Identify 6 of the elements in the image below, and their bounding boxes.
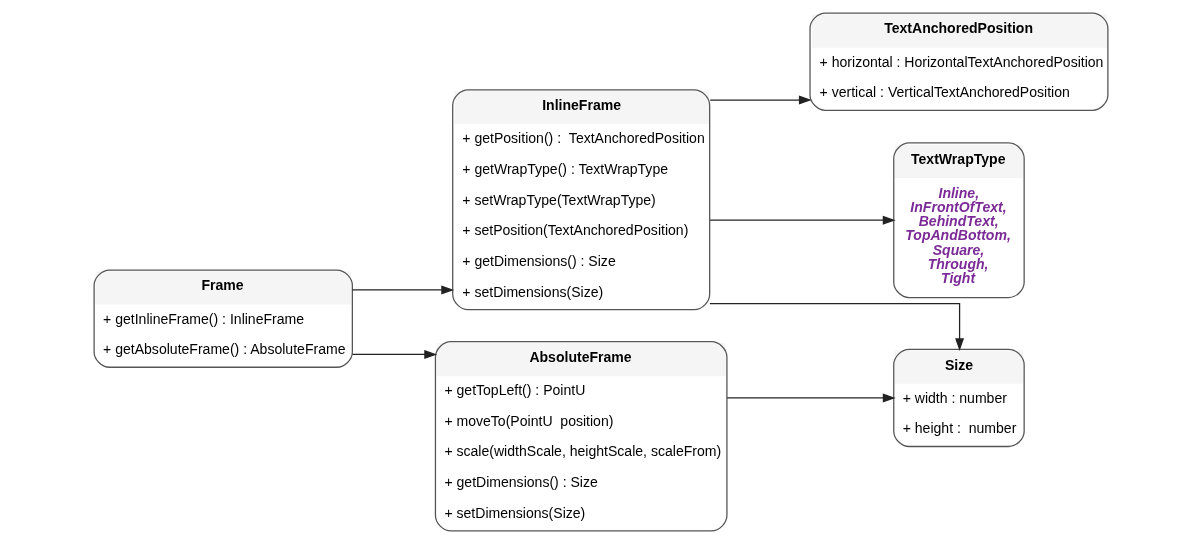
- arrow: [709, 303, 965, 352]
- arrow: [351, 349, 438, 359]
- arrow: [726, 393, 896, 403]
- arrow: [709, 215, 896, 225]
- arrow: [351, 285, 455, 295]
- arrow: [709, 95, 812, 105]
